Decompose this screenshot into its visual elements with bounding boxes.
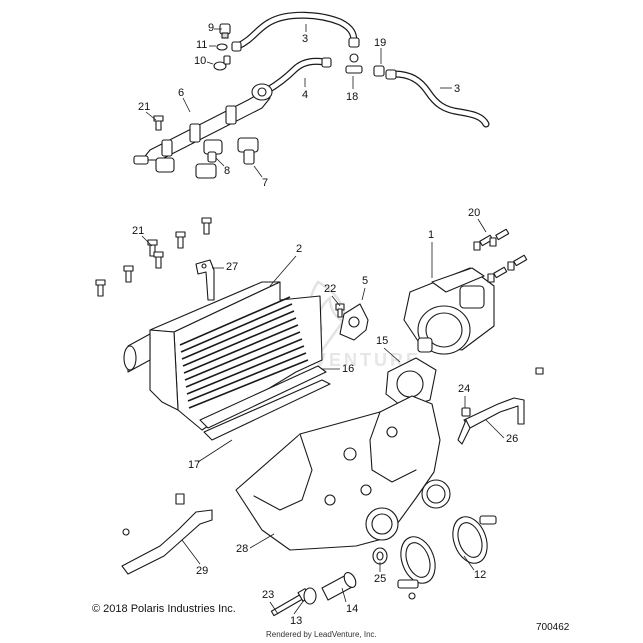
callout-1: 1 (428, 229, 434, 241)
bracket-26 (457, 397, 525, 445)
leader-line-20 (477, 218, 487, 233)
callout-25: 25 (374, 573, 386, 585)
leader-line-21 (141, 235, 153, 247)
callout-3: 3 (454, 83, 460, 95)
fuel-rail-6 (133, 83, 273, 165)
bolt-21-rail (153, 115, 164, 131)
plate-17 (203, 379, 331, 441)
callout-16: 16 (342, 363, 354, 375)
callout-6: 6 (178, 87, 184, 99)
callout-5: 5 (362, 275, 368, 287)
leader-line-29 (181, 539, 201, 565)
grommet-25 (372, 547, 388, 565)
intake-manifold-28 (235, 395, 451, 551)
washer-13 (303, 587, 317, 605)
callout-19: 19 (374, 37, 386, 49)
callout-21: 21 (138, 101, 150, 113)
callout-8: 8 (224, 165, 230, 177)
callout-10: 10 (194, 55, 206, 67)
callout-11: 11 (196, 39, 207, 51)
callout-27: 27 (226, 261, 238, 273)
bracket-29 (121, 493, 213, 575)
leader-line-23 (269, 601, 279, 615)
bolts-20-set (473, 228, 528, 283)
leader-line-14 (341, 587, 347, 603)
spacer-14 (321, 572, 357, 601)
leader-line-6 (182, 97, 191, 113)
callout-7: 7 (262, 177, 268, 189)
callout-24: 24 (458, 383, 470, 395)
injector-7 (237, 137, 259, 165)
callout-2: 2 (296, 243, 302, 255)
callout-4: 4 (302, 89, 308, 101)
bracket-27 (195, 259, 215, 301)
leader-line-8 (215, 157, 225, 167)
rendered-by-credit: Rendered by LeadVenture, Inc. (266, 630, 377, 639)
bolt-22 (335, 303, 345, 318)
oring-11 (216, 43, 228, 51)
callout-28: 28 (236, 543, 248, 555)
callout-18: 18 (346, 91, 358, 103)
leader-line-21 (145, 111, 157, 121)
drawing-number: 700462 (536, 622, 570, 633)
callout-3: 3 (302, 33, 308, 45)
fitting-18 (345, 53, 363, 74)
leader-line-5 (361, 287, 366, 301)
callout-13: 13 (290, 615, 302, 627)
clamp-12-right (452, 515, 497, 564)
leader-line-28 (249, 533, 275, 549)
leader-line-26 (485, 419, 505, 439)
hose-4 (264, 57, 332, 94)
hose-3-lower (385, 69, 490, 128)
callout-9: 9 (208, 22, 214, 34)
callout-12: 12 (474, 569, 486, 581)
clamp-12-left (397, 536, 436, 600)
clamp-19 (373, 65, 385, 77)
callout-23: 23 (262, 589, 274, 601)
throttle-body-1 (403, 267, 495, 355)
callout-22: 22 (324, 283, 336, 295)
callout-15: 15 (376, 335, 388, 347)
callout-20: 20 (468, 207, 480, 219)
leader-line-13 (293, 599, 305, 615)
cap-9 (219, 23, 231, 39)
hose-3-upper (231, 11, 360, 52)
callout-17: 17 (188, 459, 200, 471)
leader-line-17 (197, 439, 233, 463)
callout-21: 21 (132, 225, 144, 237)
bolts-21-set (95, 217, 212, 297)
valve-10 (213, 55, 231, 71)
injector-8 (155, 139, 223, 179)
callout-29: 29 (196, 565, 208, 577)
leader-line-12 (463, 555, 475, 571)
callout-26: 26 (506, 433, 518, 445)
leader-line-10 (206, 61, 214, 65)
callout-14: 14 (346, 603, 358, 615)
leader-line-15 (383, 347, 401, 363)
copyright-notice: © 2018 Polaris Industries Inc. (92, 603, 236, 615)
nut-24 (461, 407, 471, 417)
leader-line-22 (331, 295, 341, 307)
gasket-16 (199, 365, 327, 429)
bolt-small-right (535, 367, 544, 375)
leader-line-7 (253, 165, 263, 178)
intercooler-2 (123, 281, 323, 431)
leader-line-2 (269, 255, 297, 287)
sensor-5 (339, 303, 369, 341)
